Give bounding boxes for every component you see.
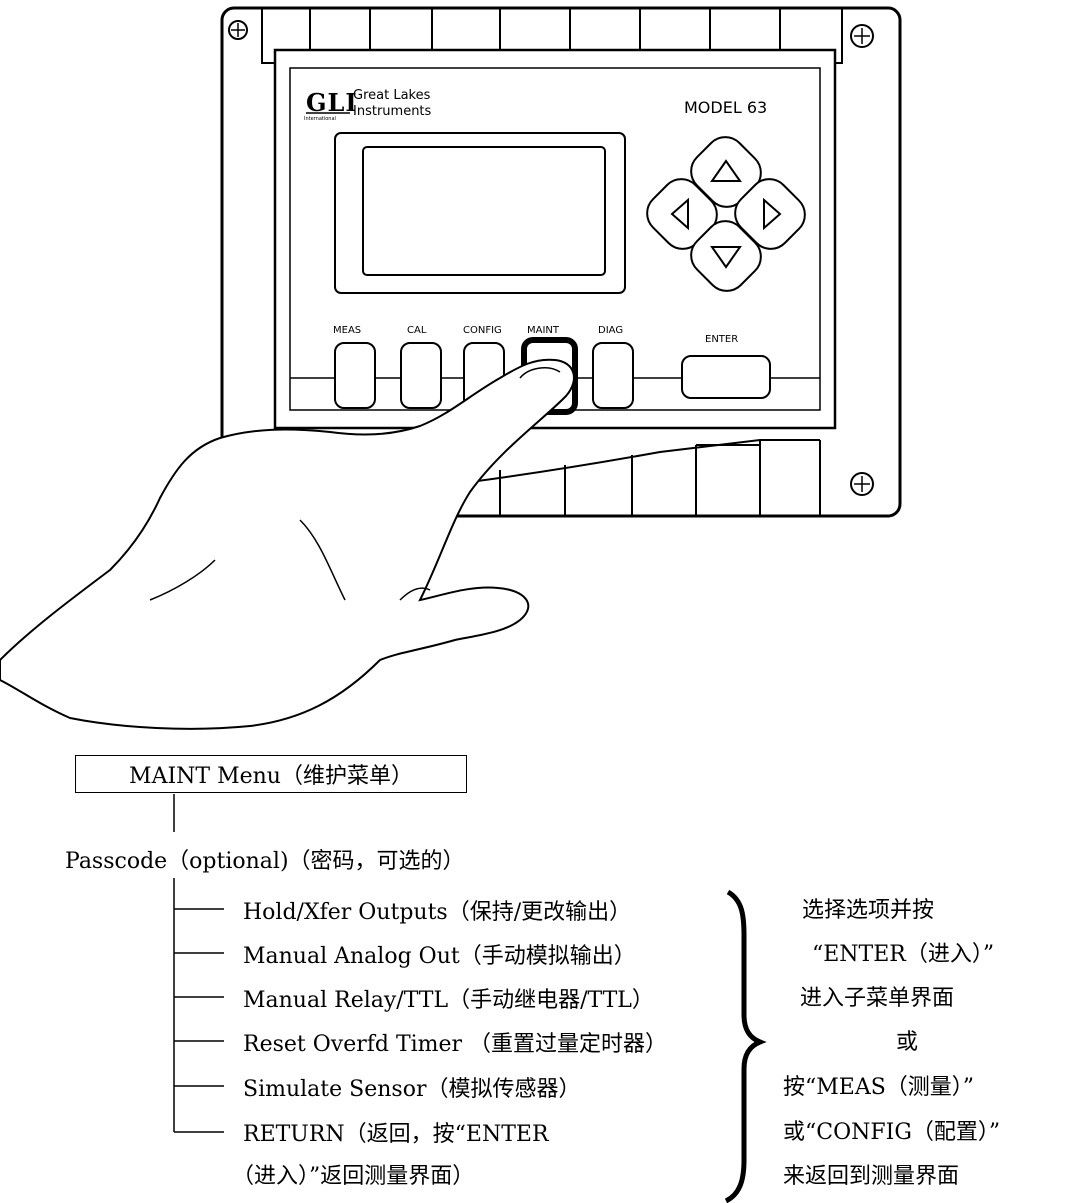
screw-icon [850,472,874,496]
model-label: MODEL 63 [684,98,768,117]
hand-illustration [0,358,575,730]
screw-icon [228,20,248,40]
note-line-6: 或“CONFIG（配置）” [783,1120,1001,1145]
menu-item-return: RETURN（返回，按“ENTER [243,1122,549,1147]
note-line-7: 来返回到测量界面 [783,1164,960,1189]
brand-logo: GLI [306,88,358,117]
cal-key[interactable] [400,342,442,409]
device-illustration [0,6,902,730]
maint-menu-title: MAINT Menu（维护菜单） [129,764,413,789]
note-line-4: 或 [896,1030,919,1055]
lcd-screen [362,146,606,276]
enter-key-label: ENTER [705,334,739,345]
diag-key-label: DIAG [598,325,624,336]
menu-item-manual-analog: Manual Analog Out（手动模拟输出） [243,944,636,969]
brand-name-line2: Instruments [353,104,432,119]
menu-item-simulate-sensor: Simulate Sensor（模拟传感器） [243,1077,581,1102]
triangle-up-icon [710,159,742,182]
meas-key[interactable] [334,342,376,409]
meas-key-label: MEAS [333,325,362,336]
passcode-step: Passcode（optional)（密码，可选的） [65,849,465,874]
cal-key-label: CAL [407,325,427,336]
screw-icon [850,24,874,48]
triangle-left-icon [670,197,689,231]
menu-item-reset-overfd: Reset Overfd Timer （重置过量定时器） [243,1032,668,1057]
diag-key[interactable] [592,342,634,409]
note-line-2: “ENTER（进入）” [812,942,995,967]
brand-name-line1: Great Lakes [353,88,431,103]
note-line-3: 进入子菜单界面 [800,986,955,1011]
menu-item-return-cont: （进入）”返回测量界面） [232,1164,475,1189]
brand-sub: International [304,116,336,122]
triangle-right-icon [763,197,782,231]
note-line-1: 选择选项并按 [802,898,935,923]
triangle-down-icon [710,246,742,269]
maint-menu-title-box: MAINT Menu（维护菜单） [75,755,467,793]
maint-key-label: MAINT [527,325,560,336]
curly-brace-icon [724,889,767,1203]
note-line-5: 按“MEAS（测量）” [783,1075,975,1100]
config-key-label: CONFIG [463,325,502,336]
enter-key[interactable] [681,355,771,399]
menu-item-hold-xfer: Hold/Xfer Outputs（保持/更改输出） [243,900,632,925]
menu-item-manual-relay: Manual Relay/TTL（手动继电器/TTL） [243,988,654,1013]
